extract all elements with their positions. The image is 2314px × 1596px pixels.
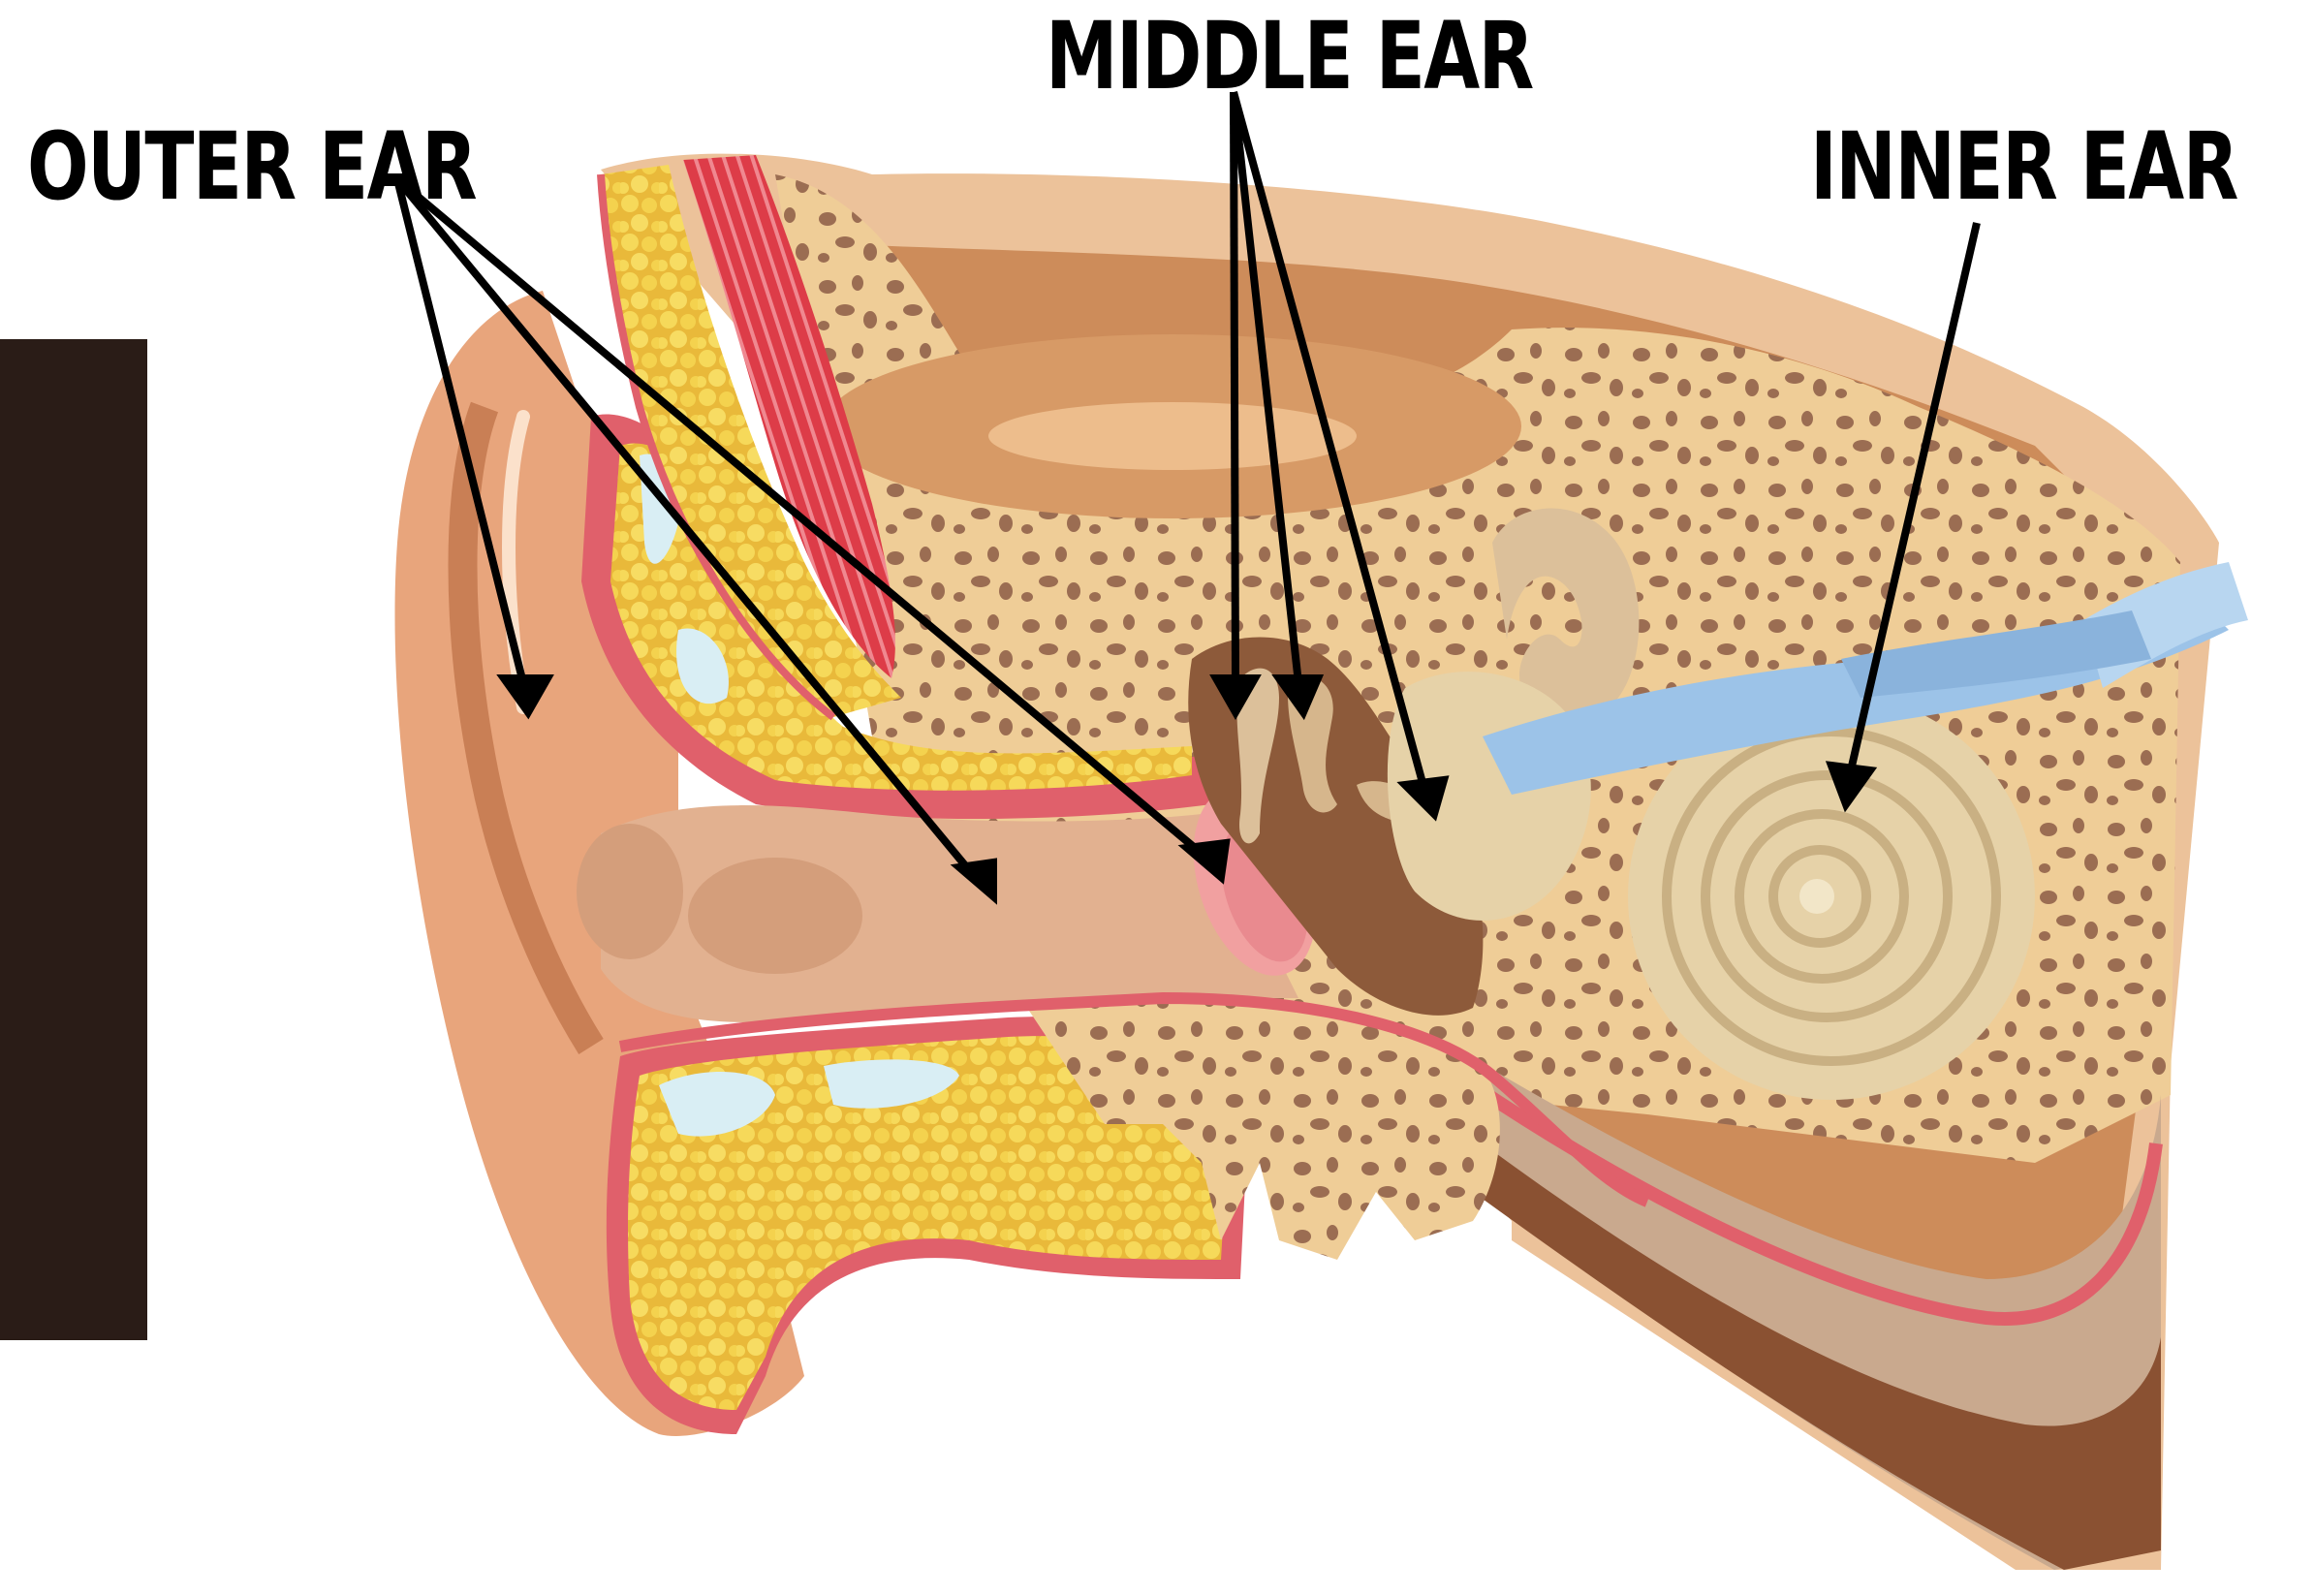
outer-ear-label: OUTER EAR [27,120,476,213]
middle-ear-label: MIDDLE EAR [1046,10,1533,103]
inner-ear-label: INNER EAR [1810,120,2237,213]
arrow-middle-malleus [1234,92,1235,683]
ear-canal-shading [688,858,862,974]
cochlea-center [1799,879,1834,914]
hair-strip [0,339,147,1340]
temporal-lobe-highlight [988,402,1357,470]
ear-canal-shading-2 [577,824,683,959]
